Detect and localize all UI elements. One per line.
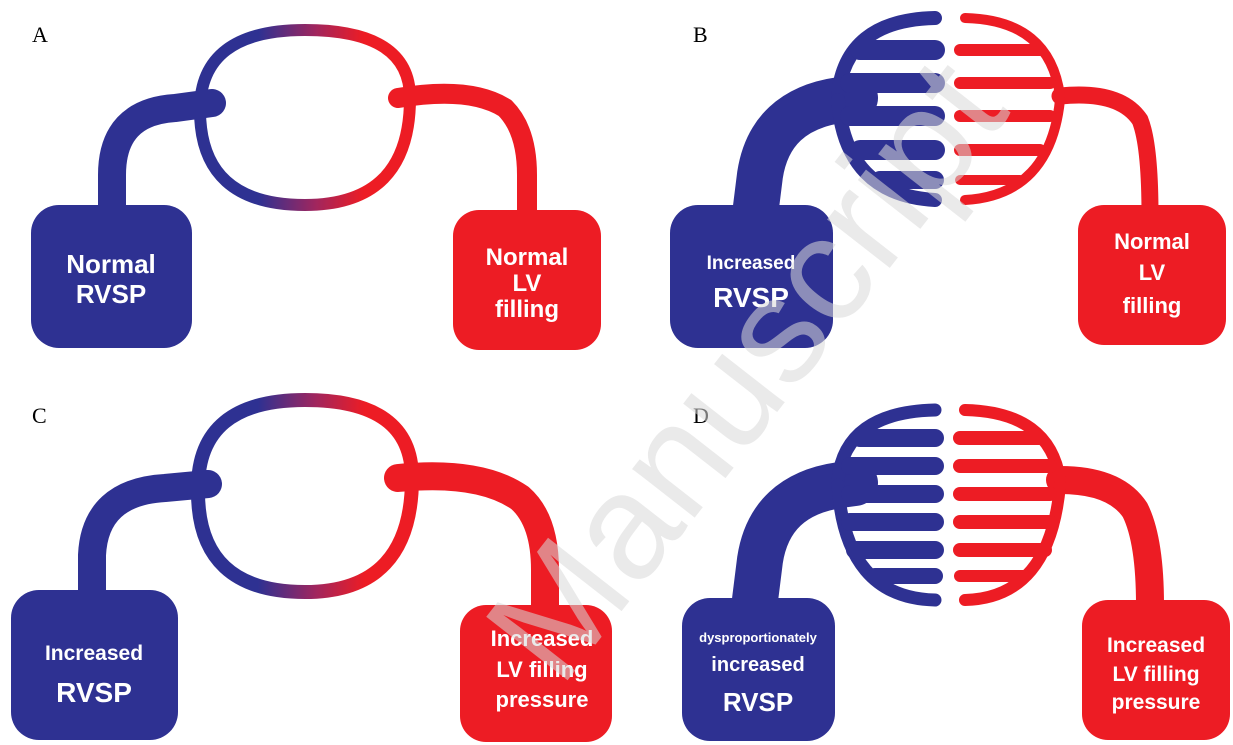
panel-a: A Normal RVSP Normal LV filling bbox=[31, 22, 601, 350]
panel-a-letter: A bbox=[32, 22, 48, 47]
panel-a-capillary-bottom bbox=[200, 98, 410, 205]
panel-d-pulmonary-vein bbox=[1060, 480, 1150, 605]
panel-c-pulmonary-artery bbox=[92, 484, 208, 595]
panel-a-rv-line-2: RVSP bbox=[76, 279, 146, 309]
panel-a-lv-line-2: LV bbox=[513, 270, 542, 297]
panel-b-lv-line-2: LV bbox=[1139, 260, 1166, 285]
panel-c-rv-box bbox=[11, 590, 178, 740]
panel-b-lv-line-1: Normal bbox=[1114, 229, 1190, 254]
panel-d-lv-line-3: pressure bbox=[1112, 691, 1201, 714]
panel-a-vessels bbox=[112, 30, 527, 220]
panel-b-letter: B bbox=[693, 22, 708, 47]
panel-d-capillary-bottom-red bbox=[965, 485, 1060, 600]
panel-d-lv-line-2: LV filling bbox=[1112, 663, 1199, 686]
panel-c-rv-line-1: Increased bbox=[45, 642, 143, 665]
panel-c-letter: C bbox=[32, 403, 47, 428]
panel-d-rv-line-3: RVSP bbox=[723, 687, 793, 717]
panel-d-vessels bbox=[755, 410, 1150, 605]
panel-d-lv-line-1: Increased bbox=[1107, 634, 1205, 657]
panel-b-lv-line-3: filling bbox=[1123, 293, 1182, 318]
panel-b-pulmonary-vein bbox=[1060, 95, 1150, 215]
panel-c-capillary-bottom bbox=[198, 478, 412, 592]
panel-a-rv-line-1: Normal bbox=[66, 249, 156, 279]
panel-d-rv-line-2: increased bbox=[711, 654, 804, 676]
panel-a-lv-line-1: Normal bbox=[486, 244, 569, 271]
panel-c-rv-line-2: RVSP bbox=[56, 677, 132, 708]
panel-a-lv-line-3: filling bbox=[495, 296, 559, 323]
panel-a-pulmonary-vein bbox=[398, 94, 527, 220]
panel-d-rv-line-1: dysproportionately bbox=[699, 630, 818, 645]
